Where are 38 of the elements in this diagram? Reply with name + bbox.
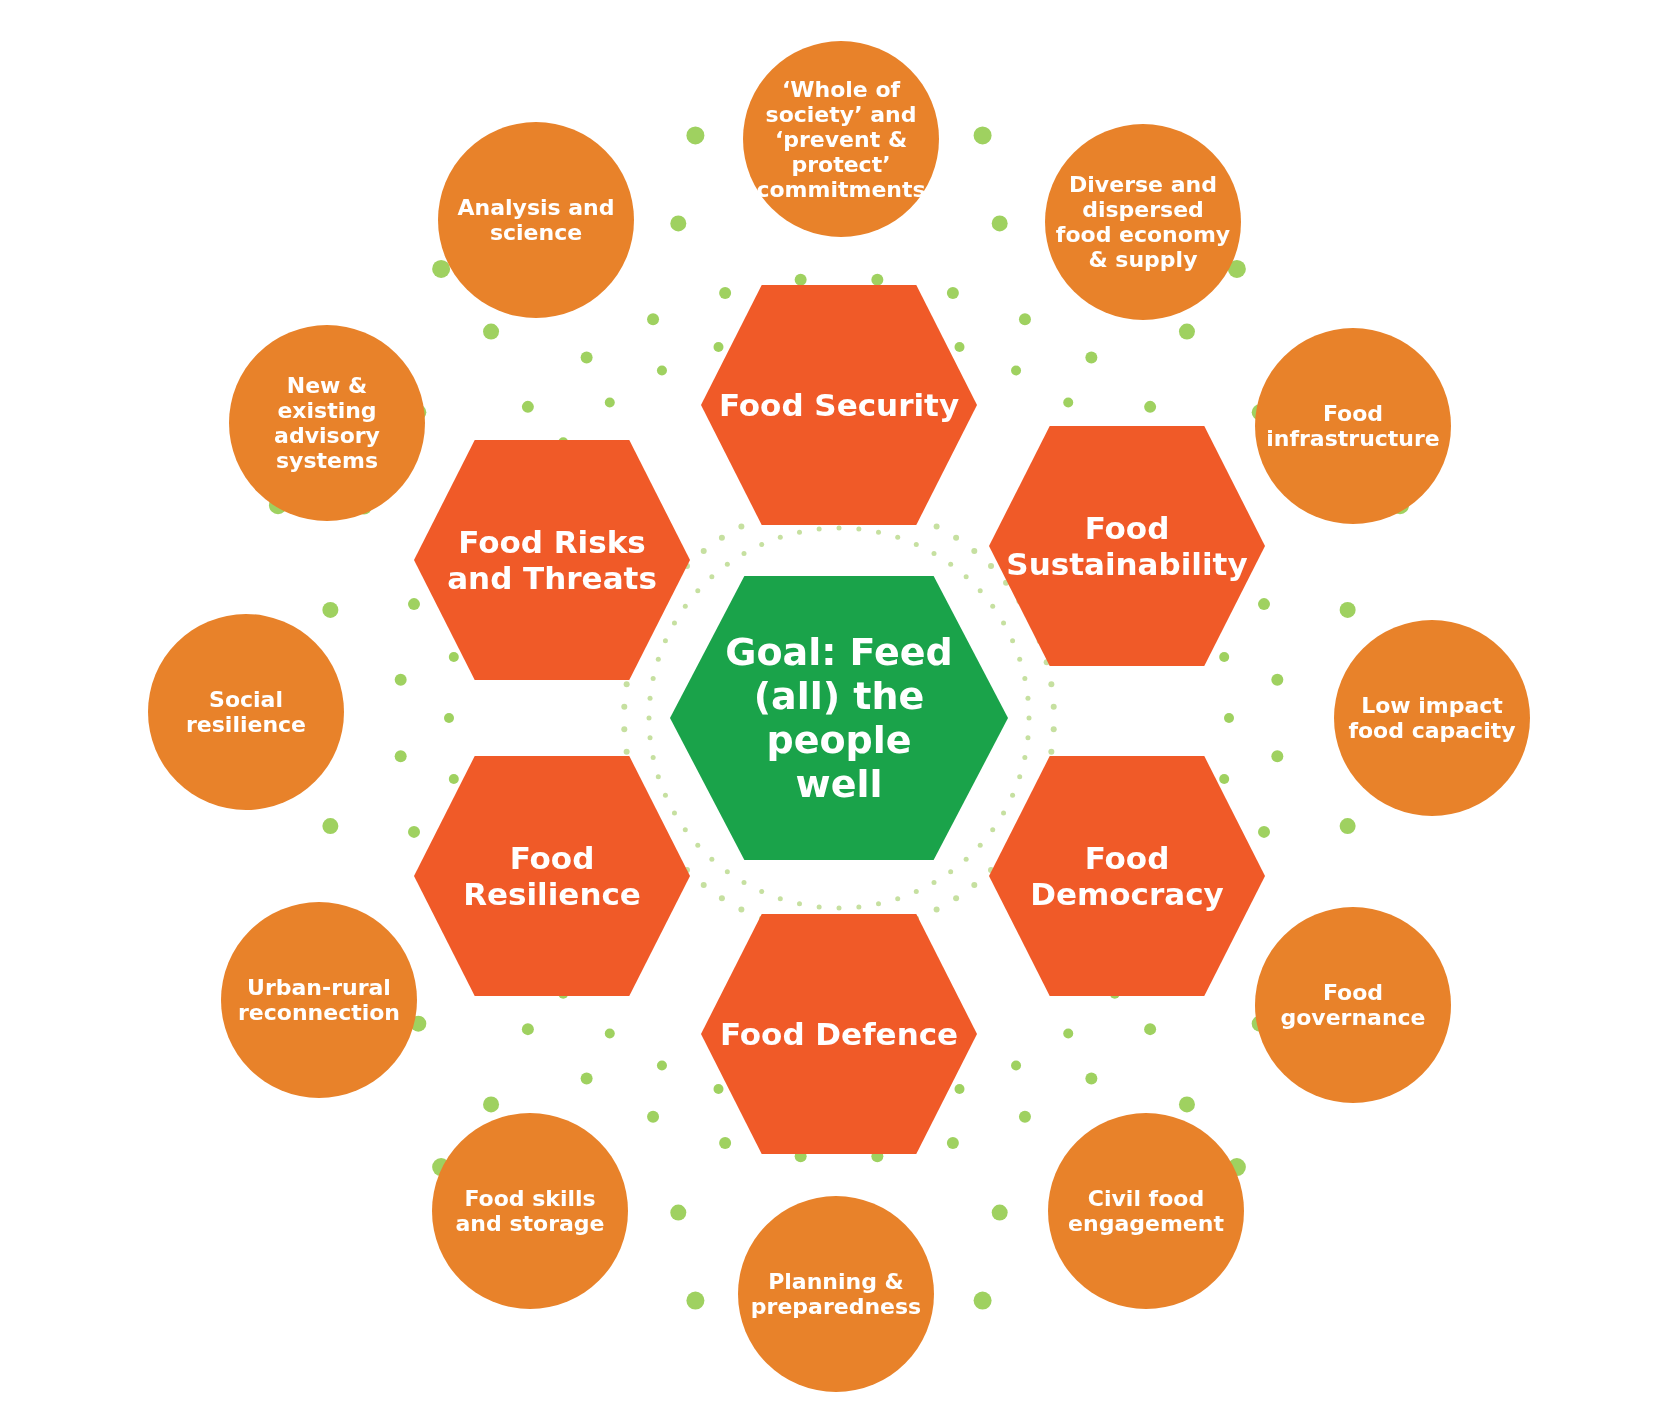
node-text: Urban-rural reconnection	[236, 975, 401, 1025]
node-text: Food Sustainability	[1005, 510, 1249, 582]
node-text: Food infrastructure	[1265, 401, 1441, 451]
theme-hexagon	[701, 914, 977, 1154]
topic-circle	[219, 900, 419, 1100]
topic-circle	[436, 120, 636, 320]
goal-hexagon	[670, 576, 1008, 860]
topic-circle	[227, 323, 427, 523]
topic-circle	[736, 1194, 936, 1394]
node-text: Civil food engagement	[1067, 1186, 1225, 1236]
node-text: ‘Whole of society’ and ‘prevent & protect’ commitments	[755, 76, 927, 202]
node-text: Food Defence	[718, 1016, 960, 1052]
node-text: Food governance	[1279, 980, 1427, 1030]
node-text: Food Risks and Threats	[446, 524, 658, 596]
node-text: Food Democracy	[1029, 840, 1225, 912]
node-text: Low impact food capacity	[1347, 693, 1517, 743]
theme-hexagon	[414, 756, 690, 996]
node-text: Social resilience	[184, 687, 307, 737]
theme-hexagon	[701, 285, 977, 525]
topic-circle	[741, 39, 941, 239]
node-text: Diverse and dispersed food economy & supply	[1054, 172, 1232, 272]
topic-circle	[1046, 1111, 1246, 1311]
topic-circle	[1043, 122, 1243, 322]
node-text: Food Resilience	[462, 840, 642, 912]
node-text: Food skills and storage	[454, 1186, 606, 1236]
theme-hexagon	[414, 440, 690, 680]
topic-circle	[1332, 618, 1532, 818]
topic-circle	[430, 1111, 630, 1311]
node-text: Analysis and science	[456, 195, 616, 245]
topic-circle	[146, 612, 346, 812]
node-text: Goal: Feed (all) the people well	[724, 630, 954, 806]
theme-hexagon	[989, 756, 1265, 996]
node-text: Planning & preparedness	[749, 1269, 923, 1319]
topic-circle	[1253, 905, 1453, 1105]
node-text: New & existing advisory systems	[273, 373, 381, 473]
topic-circle	[1253, 326, 1453, 526]
node-text: Food Security	[717, 387, 961, 423]
theme-hexagon	[989, 426, 1265, 666]
